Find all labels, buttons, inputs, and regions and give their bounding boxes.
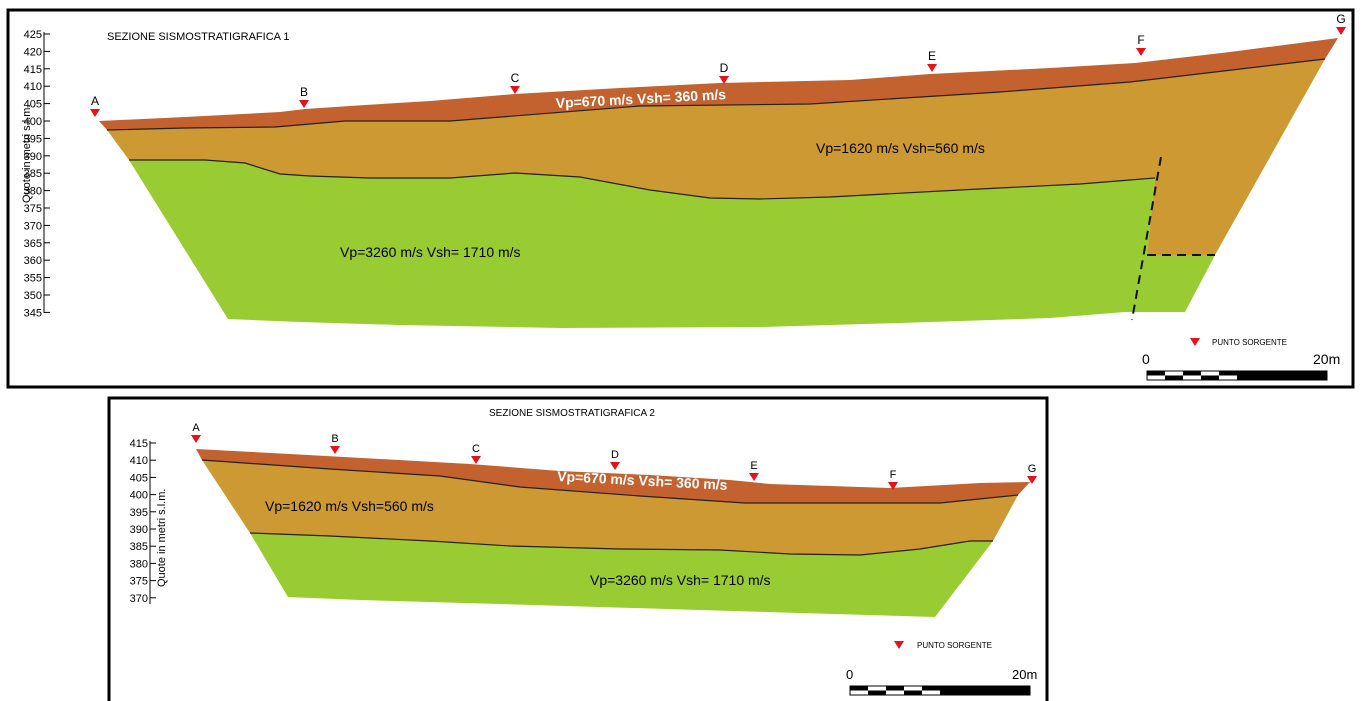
section-1-boundary-bottom: [129, 159, 1156, 200]
y-tick-label: 360: [24, 255, 42, 267]
y-tick-label: 365: [24, 238, 42, 250]
source-point-marker: [888, 482, 898, 490]
section-1-fault-line: [1131, 156, 1162, 321]
source-point-marker: [1027, 476, 1037, 484]
y-tick-label: 350: [24, 290, 42, 302]
y-tick-label: 355: [24, 273, 42, 285]
source-point-marker: [191, 435, 201, 443]
source-point-label: D: [611, 449, 619, 461]
section-1-legend-label: PUNTO SORGENTE: [1212, 338, 1287, 347]
y-tick-label: 405: [24, 99, 42, 111]
source-point-label: B: [300, 85, 308, 99]
section-2-title: SEZIONE SISMOSTRATIGRAFICA 2: [489, 408, 655, 419]
section-2-scale-end: 20m: [1012, 667, 1037, 682]
y-tick-label: 425: [24, 29, 42, 41]
source-point-marker: [610, 462, 620, 470]
section-2: 415 410 405 400 395 390 385 380 375 370 Quote in …: [107, 396, 1049, 701]
y-tick-label: 400: [24, 116, 42, 128]
source-point-label: G: [1336, 12, 1345, 26]
source-point-label: G: [1028, 463, 1037, 475]
section-2-ticks: 415 410 405 400 395 390 385 380 375 370: [130, 438, 156, 605]
source-point-marker: [330, 446, 340, 454]
section-1-title: SEZIONE SISMOSTRATIGRAFICA 1: [107, 31, 290, 43]
source-point-label: A: [192, 422, 200, 434]
section-1-legend-marker: [1190, 338, 1200, 346]
source-point-label: C: [472, 443, 480, 455]
section-2-scale-bar: [849, 685, 1031, 696]
source-point-marker: [1336, 27, 1346, 35]
source-point-marker: [90, 109, 100, 117]
source-point-marker: [510, 86, 520, 94]
section-2-layer-mid-label: Vp=1620 m/s Vsh=560 m/s: [265, 498, 434, 514]
source-point-marker: [719, 76, 729, 84]
section-1-markers: A B C D E F G: [90, 12, 1346, 117]
y-tick-label: 380: [130, 558, 148, 570]
source-point-marker: [299, 100, 309, 108]
y-tick-label: 420: [24, 46, 42, 58]
section-1-layer-mid: [107, 59, 1325, 255]
source-point-label: B: [331, 433, 338, 445]
section-2-boundary-top: [201, 459, 1019, 504]
section-1-y-label: Quote in metri s.l.m.: [21, 105, 33, 203]
y-tick-label: 380: [24, 186, 42, 198]
section-1-layer-mid-label: Vp=1620 m/s Vsh=560 m/s: [816, 140, 985, 156]
y-tick-label: 345: [24, 307, 42, 319]
source-point-marker: [927, 64, 937, 72]
section-2-boundary-bottom: [249, 532, 993, 556]
section-2-y-label: Quote in metri s.l.m.: [156, 489, 168, 587]
source-point-marker: [1136, 48, 1146, 56]
section-2-layer-bottom-label: Vp=3260 m/s Vsh= 1710 m/s: [590, 572, 771, 588]
section-1-scale-bar: [1146, 370, 1328, 381]
section-2-markers: A B C D E F G: [191, 422, 1037, 490]
section-2-legend-marker: [894, 641, 904, 649]
section-2-scale-start: 0: [846, 667, 853, 682]
y-tick-label: 370: [130, 593, 148, 605]
source-point-label: C: [511, 71, 520, 85]
y-tick-label: 390: [24, 151, 42, 163]
source-point-label: F: [1137, 33, 1144, 47]
y-tick-label: 385: [24, 168, 42, 180]
y-tick-label: 385: [130, 541, 148, 553]
y-tick-label: 395: [130, 507, 148, 519]
source-point-label: E: [750, 460, 757, 472]
y-tick-label: 410: [24, 81, 42, 93]
y-tick-label: 400: [130, 490, 148, 502]
y-tick-label: 390: [130, 524, 148, 536]
section-1-boundary-top: [106, 58, 1326, 131]
y-tick-label: 370: [24, 220, 42, 232]
source-point-marker: [749, 473, 759, 481]
section-1-layer-bottom: [129, 160, 1215, 328]
section-1-layer-bottom-label: Vp=3260 m/s Vsh= 1710 m/s: [340, 244, 521, 260]
source-point-label: D: [720, 61, 729, 75]
y-tick-label: 415: [24, 64, 42, 76]
source-point-label: E: [928, 49, 936, 63]
section-1-ticks: 425 420 415 410 405 400 395 390 385 380 375 370 365 3…: [24, 29, 50, 319]
section-2-legend-label: PUNTO SORGENTE: [917, 641, 992, 650]
section-2-layer-top: [196, 449, 1030, 503]
y-tick-label: 405: [130, 472, 148, 484]
source-point-label: F: [890, 469, 897, 481]
section-1-scale-end: 20m: [1313, 351, 1340, 367]
y-tick-label: 375: [130, 576, 148, 588]
section-1-layer-top: [99, 38, 1338, 130]
y-tick-label: 395: [24, 133, 42, 145]
source-point-marker: [471, 456, 481, 464]
section-1: 425 420 415 410 405 400 395 390 385 380 375 370 365 3…: [6, 8, 1355, 389]
section-1-scale-start: 0: [1142, 351, 1150, 367]
source-point-label: A: [91, 94, 99, 108]
section-2-layer-bottom: [250, 533, 993, 617]
y-tick-label: 375: [24, 203, 42, 215]
y-tick-label: 410: [130, 455, 148, 467]
section-2-layer-mid: [202, 460, 1018, 555]
y-tick-label: 415: [130, 438, 148, 450]
